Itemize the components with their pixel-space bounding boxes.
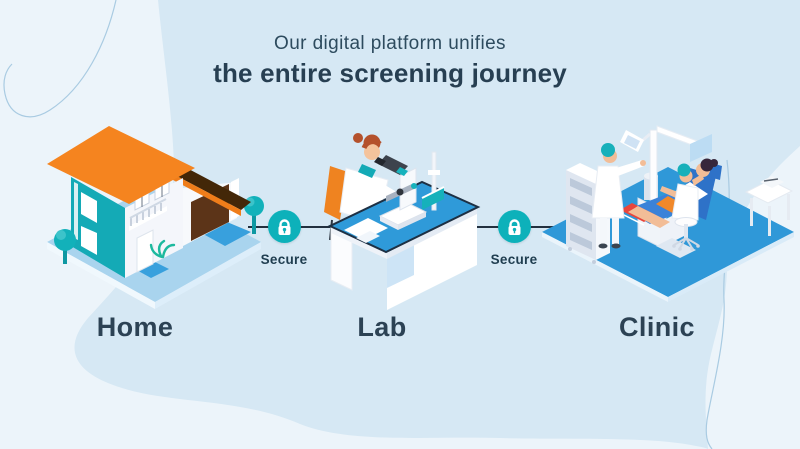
connector-line (530, 226, 554, 228)
stage-label-lab: Lab (357, 312, 407, 342)
secure-label: Secure (490, 252, 538, 267)
tree-icon (54, 229, 76, 264)
house-roof (47, 126, 195, 204)
clinic-illustration (542, 125, 794, 302)
garage (173, 166, 251, 246)
house-body (71, 170, 183, 278)
plant-icon (149, 239, 176, 259)
balcony (129, 198, 167, 231)
secure-label: Secure (260, 252, 308, 267)
lab-illustration (324, 133, 481, 310)
secure-badge (268, 210, 301, 243)
assistant (671, 163, 704, 251)
connector-line (300, 226, 345, 228)
decorative-curve-top-left (3, 0, 117, 118)
padlock-icon (278, 218, 291, 235)
title-line-2: the entire screening journey (213, 57, 567, 88)
padlock-icon (508, 218, 521, 235)
connector-line (462, 226, 499, 228)
home-illustration (47, 126, 264, 309)
papers (344, 218, 388, 243)
beaker-stand (421, 151, 445, 211)
title-line-1: Our digital platform unifies (274, 33, 506, 54)
secure-badge (498, 210, 531, 243)
slide-title: Our digital platform unifies the entire … (0, 33, 790, 89)
connector-line (248, 226, 269, 228)
stage-label-home: Home (96, 312, 174, 342)
stage-label-clinic: Clinic (619, 312, 695, 342)
microscope-icon (374, 155, 428, 230)
dentist (591, 143, 646, 249)
side-table (744, 176, 794, 236)
